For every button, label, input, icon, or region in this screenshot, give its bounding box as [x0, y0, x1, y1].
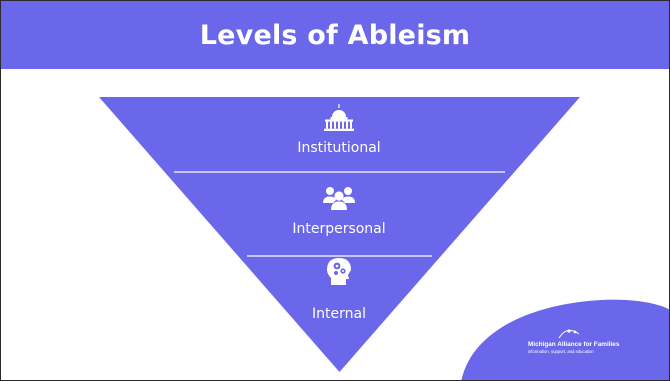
level-label-interpersonal: Interpersonal [292, 221, 386, 237]
pyramid-triangle [99, 97, 580, 372]
logo-tagline: information, support, and education [528, 349, 594, 354]
head-gears-icon [327, 258, 351, 285]
logo-name: Michigan Alliance for Families [528, 341, 620, 348]
title-bar: Levels of Ableism [1, 1, 669, 69]
logo-emblem-icon [558, 329, 580, 339]
people-group-icon [323, 187, 355, 210]
capitol-building-icon [324, 104, 354, 131]
level-label-institutional: Institutional [297, 140, 381, 156]
slide-title: Levels of Ableism [199, 19, 471, 51]
level-label-internal: Internal [312, 306, 366, 322]
organization-logo: Michigan Alliance for Families informati… [461, 299, 669, 380]
